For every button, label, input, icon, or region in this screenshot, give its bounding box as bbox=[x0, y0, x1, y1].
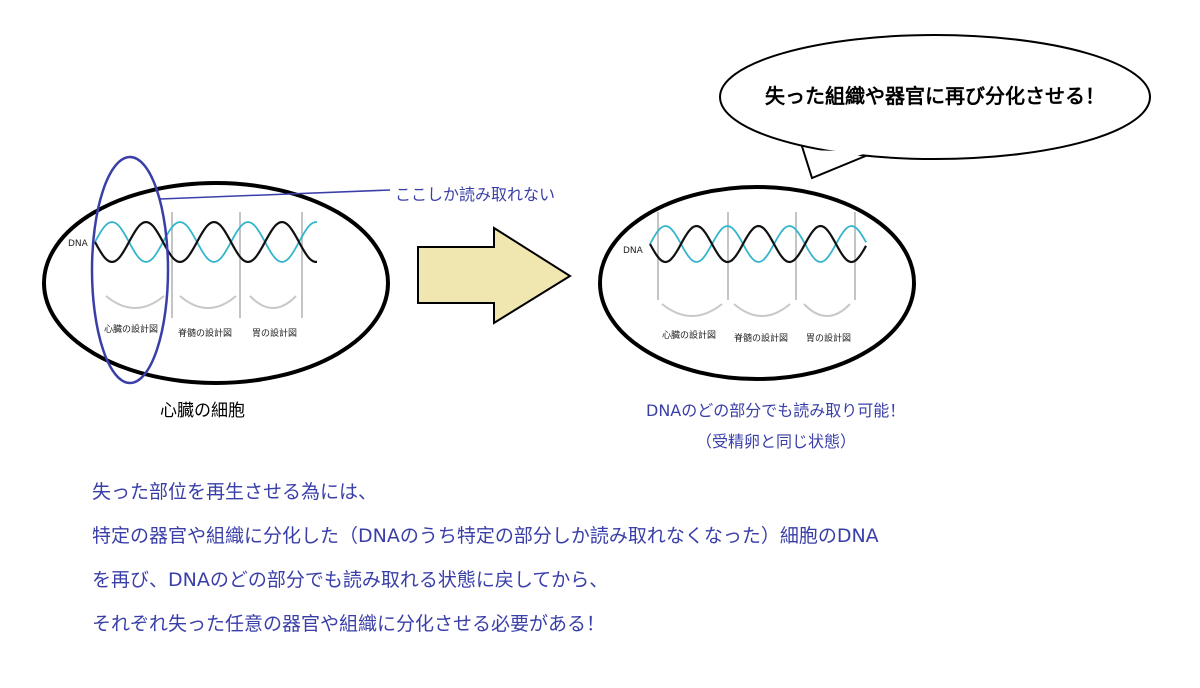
pointer-line bbox=[159, 189, 391, 200]
left-segment-label-stomach: 胃の設計図 bbox=[252, 329, 298, 339]
right-segment-brackets bbox=[661, 303, 851, 317]
right-dna-strand-1 bbox=[649, 224, 867, 264]
left-bracket-2 bbox=[249, 295, 297, 309]
explanation-line-4: それぞれ失った任意の器官や組織に分化させる必要がある！ bbox=[92, 613, 606, 635]
left-dna-label: DNA bbox=[68, 239, 88, 249]
left-bracket-0 bbox=[105, 295, 165, 309]
explanation-line-1: 失った部位を再生させる為には、 bbox=[92, 481, 378, 503]
right-segment-label-spine: 脊髄の設計図 bbox=[734, 334, 789, 344]
right-segment-label-stomach: 胃の設計図 bbox=[806, 334, 852, 344]
right-cell-membrane bbox=[598, 185, 916, 381]
speech-bubble-body bbox=[719, 34, 1151, 160]
left-dna-strand-1 bbox=[94, 221, 317, 263]
left-segment-brackets bbox=[105, 295, 297, 309]
right-dna-label: DNA bbox=[623, 246, 643, 256]
right-cell-caption-line1: DNAのどの部分でも読み取り可能！ bbox=[646, 401, 906, 420]
right-cell-caption-line2: （受精卵と同じ状態） bbox=[696, 432, 857, 451]
right-dna-strand-2 bbox=[649, 225, 867, 263]
speech-bubble bbox=[719, 34, 1151, 180]
explanation-line-3: を再び、DNAのどの部分でも読み取れる状態に戻してから、 bbox=[92, 569, 609, 591]
left-dna-helix bbox=[94, 221, 317, 263]
transition-arrow bbox=[417, 226, 572, 325]
left-segment-label-spine: 脊髄の設計図 bbox=[178, 329, 233, 339]
right-dna-helix bbox=[649, 224, 867, 264]
left-segment-label-heart: 心臓の設計図 bbox=[104, 325, 159, 335]
pointer-label: ここしか読み取れない bbox=[395, 185, 556, 204]
left-cell-caption: 心臓の細胞 bbox=[160, 401, 245, 421]
right-segment-label-heart: 心臓の設計図 bbox=[662, 331, 717, 341]
left-segment-dividers bbox=[171, 212, 303, 318]
left-bracket-1 bbox=[179, 295, 237, 309]
right-cell bbox=[598, 185, 916, 381]
speech-bubble-text: 失った組織や器官に再び分化させる！ bbox=[765, 84, 1105, 108]
explanation-line-2: 特定の器官や組織に分化した（DNAのうち特定の部分しか読み取れなくなった）細胞の… bbox=[92, 525, 879, 547]
readable-region-highlight bbox=[90, 155, 170, 385]
right-bracket-0 bbox=[661, 303, 723, 317]
explanation-text: 失った部位を再生させる為には、 特定の器官や組織に分化した（DNAのうち特定の部… bbox=[92, 470, 1172, 646]
left-dna-strand-2 bbox=[94, 221, 317, 263]
right-bracket-2 bbox=[803, 303, 851, 317]
left-cell-membrane bbox=[42, 181, 390, 385]
left-cell bbox=[42, 155, 391, 385]
right-bracket-1 bbox=[733, 303, 791, 317]
